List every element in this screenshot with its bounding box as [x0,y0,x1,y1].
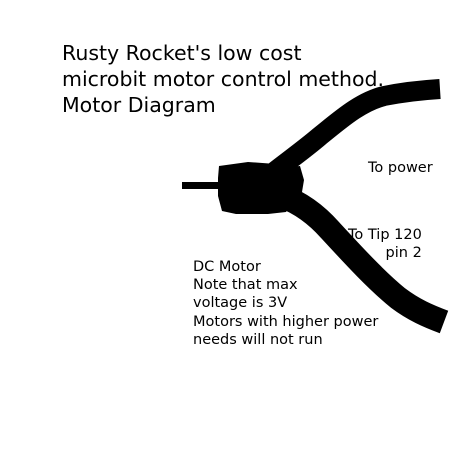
note-line-3: voltage is 3V [193,295,288,312]
title-line-2: microbit motor control method. [62,67,385,91]
title-line-3: Motor Diagram [62,93,216,117]
motor-shaft [182,182,222,189]
tip120-wire [277,184,449,334]
note-line-5: needs will not run [193,331,323,348]
motor-notes: DC Motor Note that max voltage is 3V Mot… [193,258,378,349]
power-wire [267,79,441,180]
to-power-label: To power [368,160,433,176]
note-line-2: Note that max [193,277,298,294]
diagram-title: Rusty Rocket's low cost microbit motor c… [62,40,384,118]
note-line-1: DC Motor [193,259,261,275]
to-tip-label-line-1: To Tip 120 [348,227,422,243]
to-tip-label: To Tip 120 pin 2 [348,226,422,262]
title-line-1: Rusty Rocket's low cost [62,41,302,65]
motor-body [218,162,294,214]
wire-junction [276,166,304,210]
to-tip-label-line-2: pin 2 [385,245,422,261]
note-line-4: Motors with higher power [193,313,379,330]
